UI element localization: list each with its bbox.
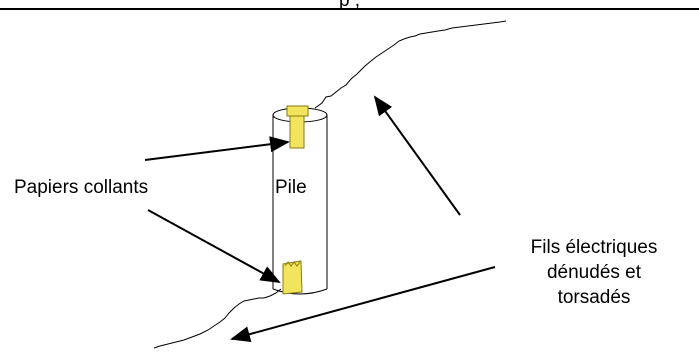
label-wires: Fils électriques dénudés et torsadés [488, 235, 699, 310]
wire-upper [314, 20, 507, 109]
arrow-wire-upper [373, 95, 461, 216]
tape-top [286, 105, 309, 149]
label-wires-line1: Fils électriques [530, 237, 658, 258]
label-battery: Pile [275, 177, 307, 198]
label-tape: Papiers collants [14, 177, 149, 198]
label-wires-line2: dénudés et [546, 262, 642, 283]
wire-lower [153, 288, 282, 349]
arrow-tape-bottom [147, 209, 281, 283]
arrow-tape-top [144, 136, 290, 161]
arrow-wire-lower [230, 266, 496, 342]
label-wires-line3: torsadés [557, 287, 631, 308]
top-caption-fragment: p , [338, 0, 361, 11]
tape-bottom [282, 260, 303, 295]
